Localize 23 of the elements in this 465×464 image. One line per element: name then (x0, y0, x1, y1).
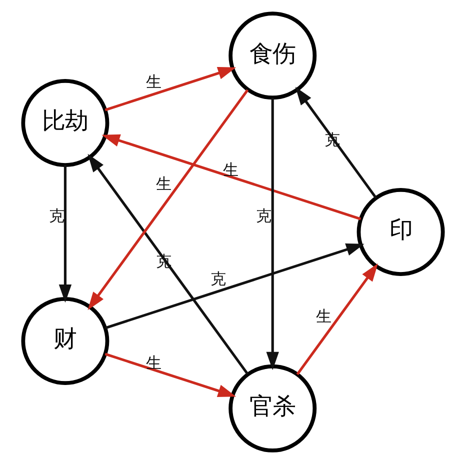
edge-label: 克 (256, 207, 272, 226)
arrow (87, 89, 248, 310)
edge-label: 生 (146, 72, 162, 91)
edge-label: 克 (210, 270, 226, 288)
edge-label: 生 (222, 161, 238, 180)
arrow (296, 263, 378, 376)
arrow (87, 154, 248, 375)
arrow (101, 134, 361, 220)
edge-label: 生 (316, 307, 332, 326)
arrow (266, 98, 278, 370)
arrow (294, 86, 377, 199)
arrow (58, 165, 72, 303)
arrow (104, 352, 236, 397)
node-circle: 食伤 (228, 12, 316, 100)
node-circle: 财 (20, 297, 109, 386)
edge-label: 生 (156, 174, 172, 193)
node-circle: 官杀 (228, 364, 316, 452)
edge-label: 生 (146, 354, 162, 372)
node-circle: 比劫 (20, 78, 109, 167)
arrow (104, 67, 236, 112)
edge-label: 克 (48, 206, 64, 225)
arrow (104, 243, 364, 330)
node-circle: 印 (356, 188, 444, 276)
